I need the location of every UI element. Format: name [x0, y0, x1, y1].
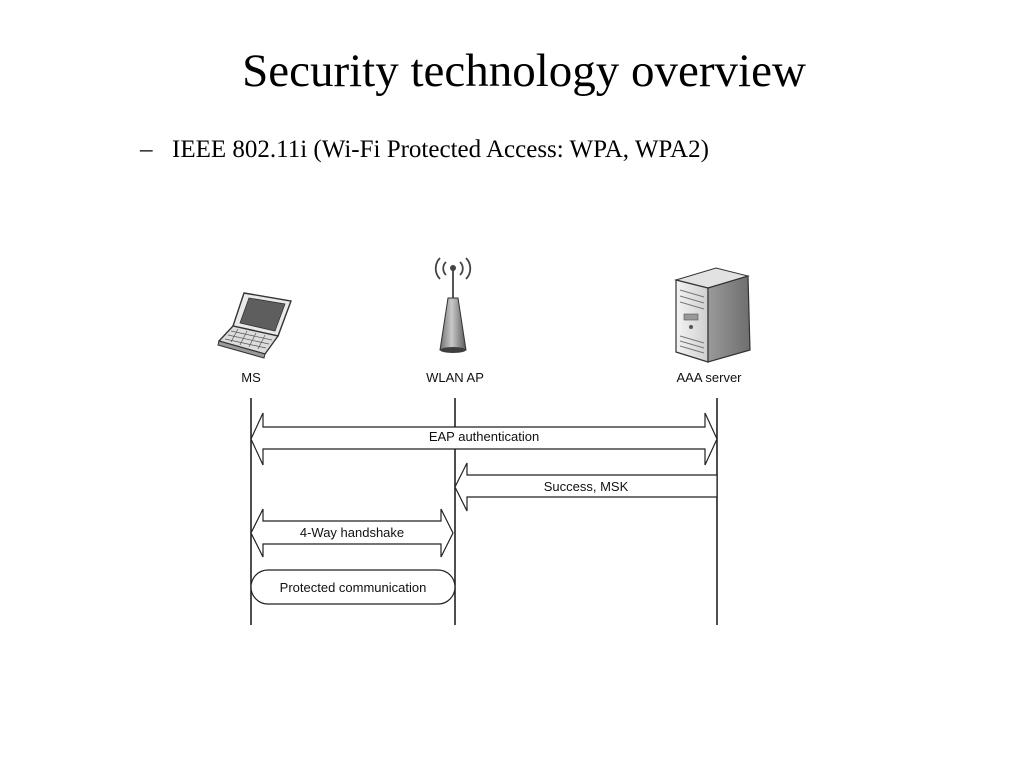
entity-label-ms: MS — [241, 370, 261, 385]
entity-label-wlan-ap: WLAN AP — [426, 370, 484, 385]
bullet-item: –IEEE 802.11i (Wi-Fi Protected Access: W… — [140, 136, 709, 164]
access-point-icon — [434, 257, 472, 353]
eap-authentication-arrow — [250, 412, 718, 466]
protected-communication-pill — [250, 569, 456, 605]
server-tower-icon — [674, 267, 751, 363]
protected-communication-label: Protected communication — [280, 580, 427, 595]
laptop-icon — [217, 292, 292, 359]
slide-title: Security technology overview — [242, 45, 806, 97]
eap-authentication-label: EAP authentication — [429, 429, 539, 444]
bullet-marker: – — [140, 136, 153, 163]
entity-label-aaa-server: AAA server — [676, 370, 742, 385]
success-msk-label: Success, MSK — [544, 479, 629, 494]
four-way-handshake-arrow — [250, 508, 454, 558]
bullet-text: IEEE 802.11i (Wi-Fi Protected Access: WP… — [172, 136, 709, 163]
four-way-handshake-label: 4-Way handshake — [300, 525, 404, 540]
success-msk-arrow — [454, 462, 718, 512]
